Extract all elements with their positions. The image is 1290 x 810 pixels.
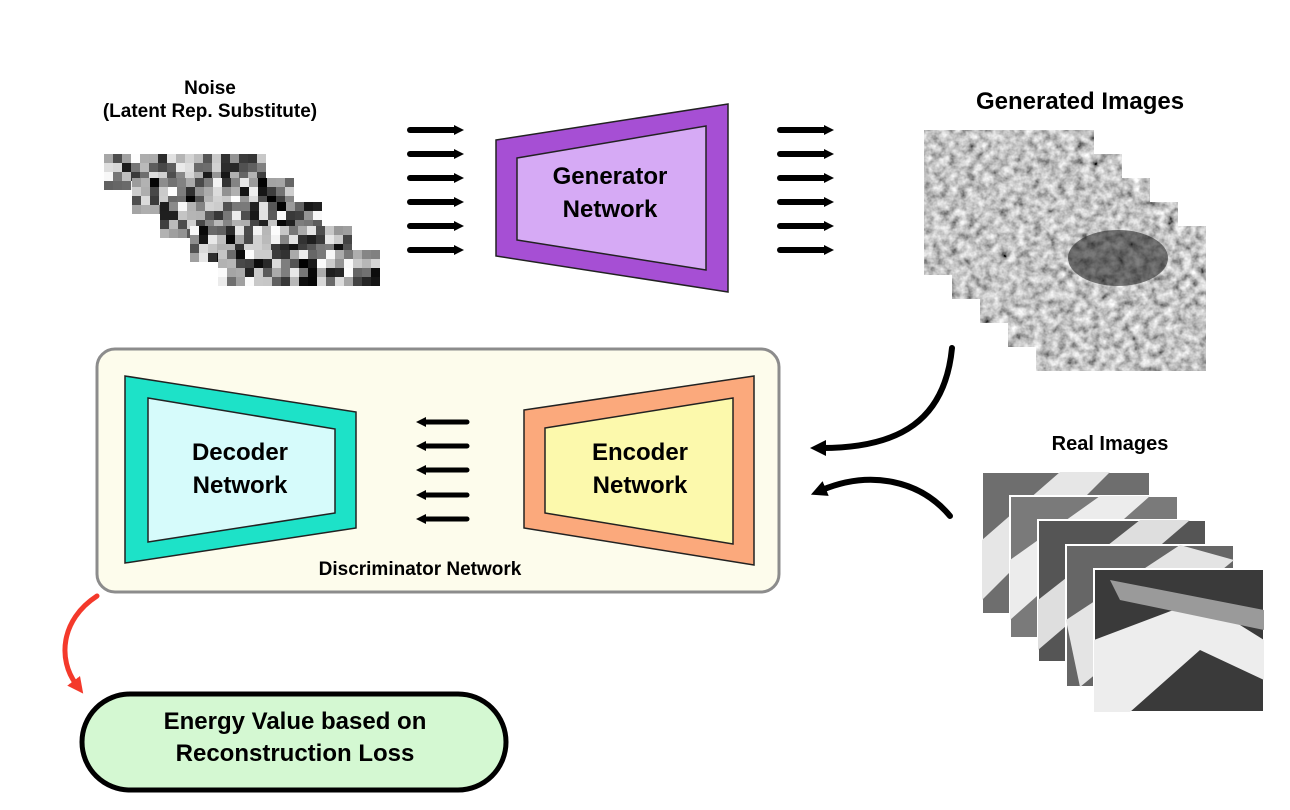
energy-box bbox=[79, 691, 509, 793]
energy-label-line1: Energy Value based on bbox=[163, 708, 427, 735]
real-images-title: Real Images bbox=[1051, 433, 1169, 455]
encoder-network-shape bbox=[523, 375, 755, 566]
decoder-label-line1: Decoder bbox=[191, 439, 289, 466]
discriminator-network-label: Discriminator Network bbox=[318, 559, 522, 580]
generated-to-discriminator-arrow bbox=[810, 345, 955, 456]
discriminator-to-energy-arrow bbox=[62, 593, 100, 694]
energy-label-line2: Reconstruction Loss bbox=[175, 740, 415, 768]
decoder-network-shape bbox=[124, 375, 357, 564]
generator-network-label: Generator Network bbox=[520, 160, 700, 226]
generator-label-line2: Network bbox=[562, 196, 658, 224]
generator-input-arrows bbox=[407, 125, 464, 255]
real-to-discriminator-arrow bbox=[810, 476, 953, 519]
energy-label: Energy Value based on Reconstruction Los… bbox=[90, 706, 500, 771]
real-images-stack bbox=[981, 471, 1265, 713]
noise-stack bbox=[104, 154, 380, 286]
encoder-label-line1: Encoder bbox=[591, 439, 689, 466]
generated-images-stack bbox=[923, 129, 1207, 372]
decoder-network-label: Decoder Network bbox=[160, 436, 320, 502]
encoder-label-line2: Network bbox=[592, 472, 688, 500]
encoder-network-label: Encoder Network bbox=[560, 436, 720, 502]
generator-network-shape bbox=[495, 103, 729, 293]
generator-output-arrows bbox=[777, 125, 834, 255]
generator-label-line1: Generator bbox=[552, 163, 668, 190]
noise-title-line1: Noise bbox=[184, 78, 236, 99]
decoder-label-line2: Network bbox=[192, 472, 288, 500]
noise-title: Noise (Latent Rep. Substitute) bbox=[70, 78, 350, 124]
encoder-to-decoder-arrows bbox=[416, 417, 470, 524]
generated-images-title: Generated Images bbox=[975, 88, 1185, 115]
noise-title-line2: (Latent Rep. Substitute) bbox=[102, 100, 318, 122]
